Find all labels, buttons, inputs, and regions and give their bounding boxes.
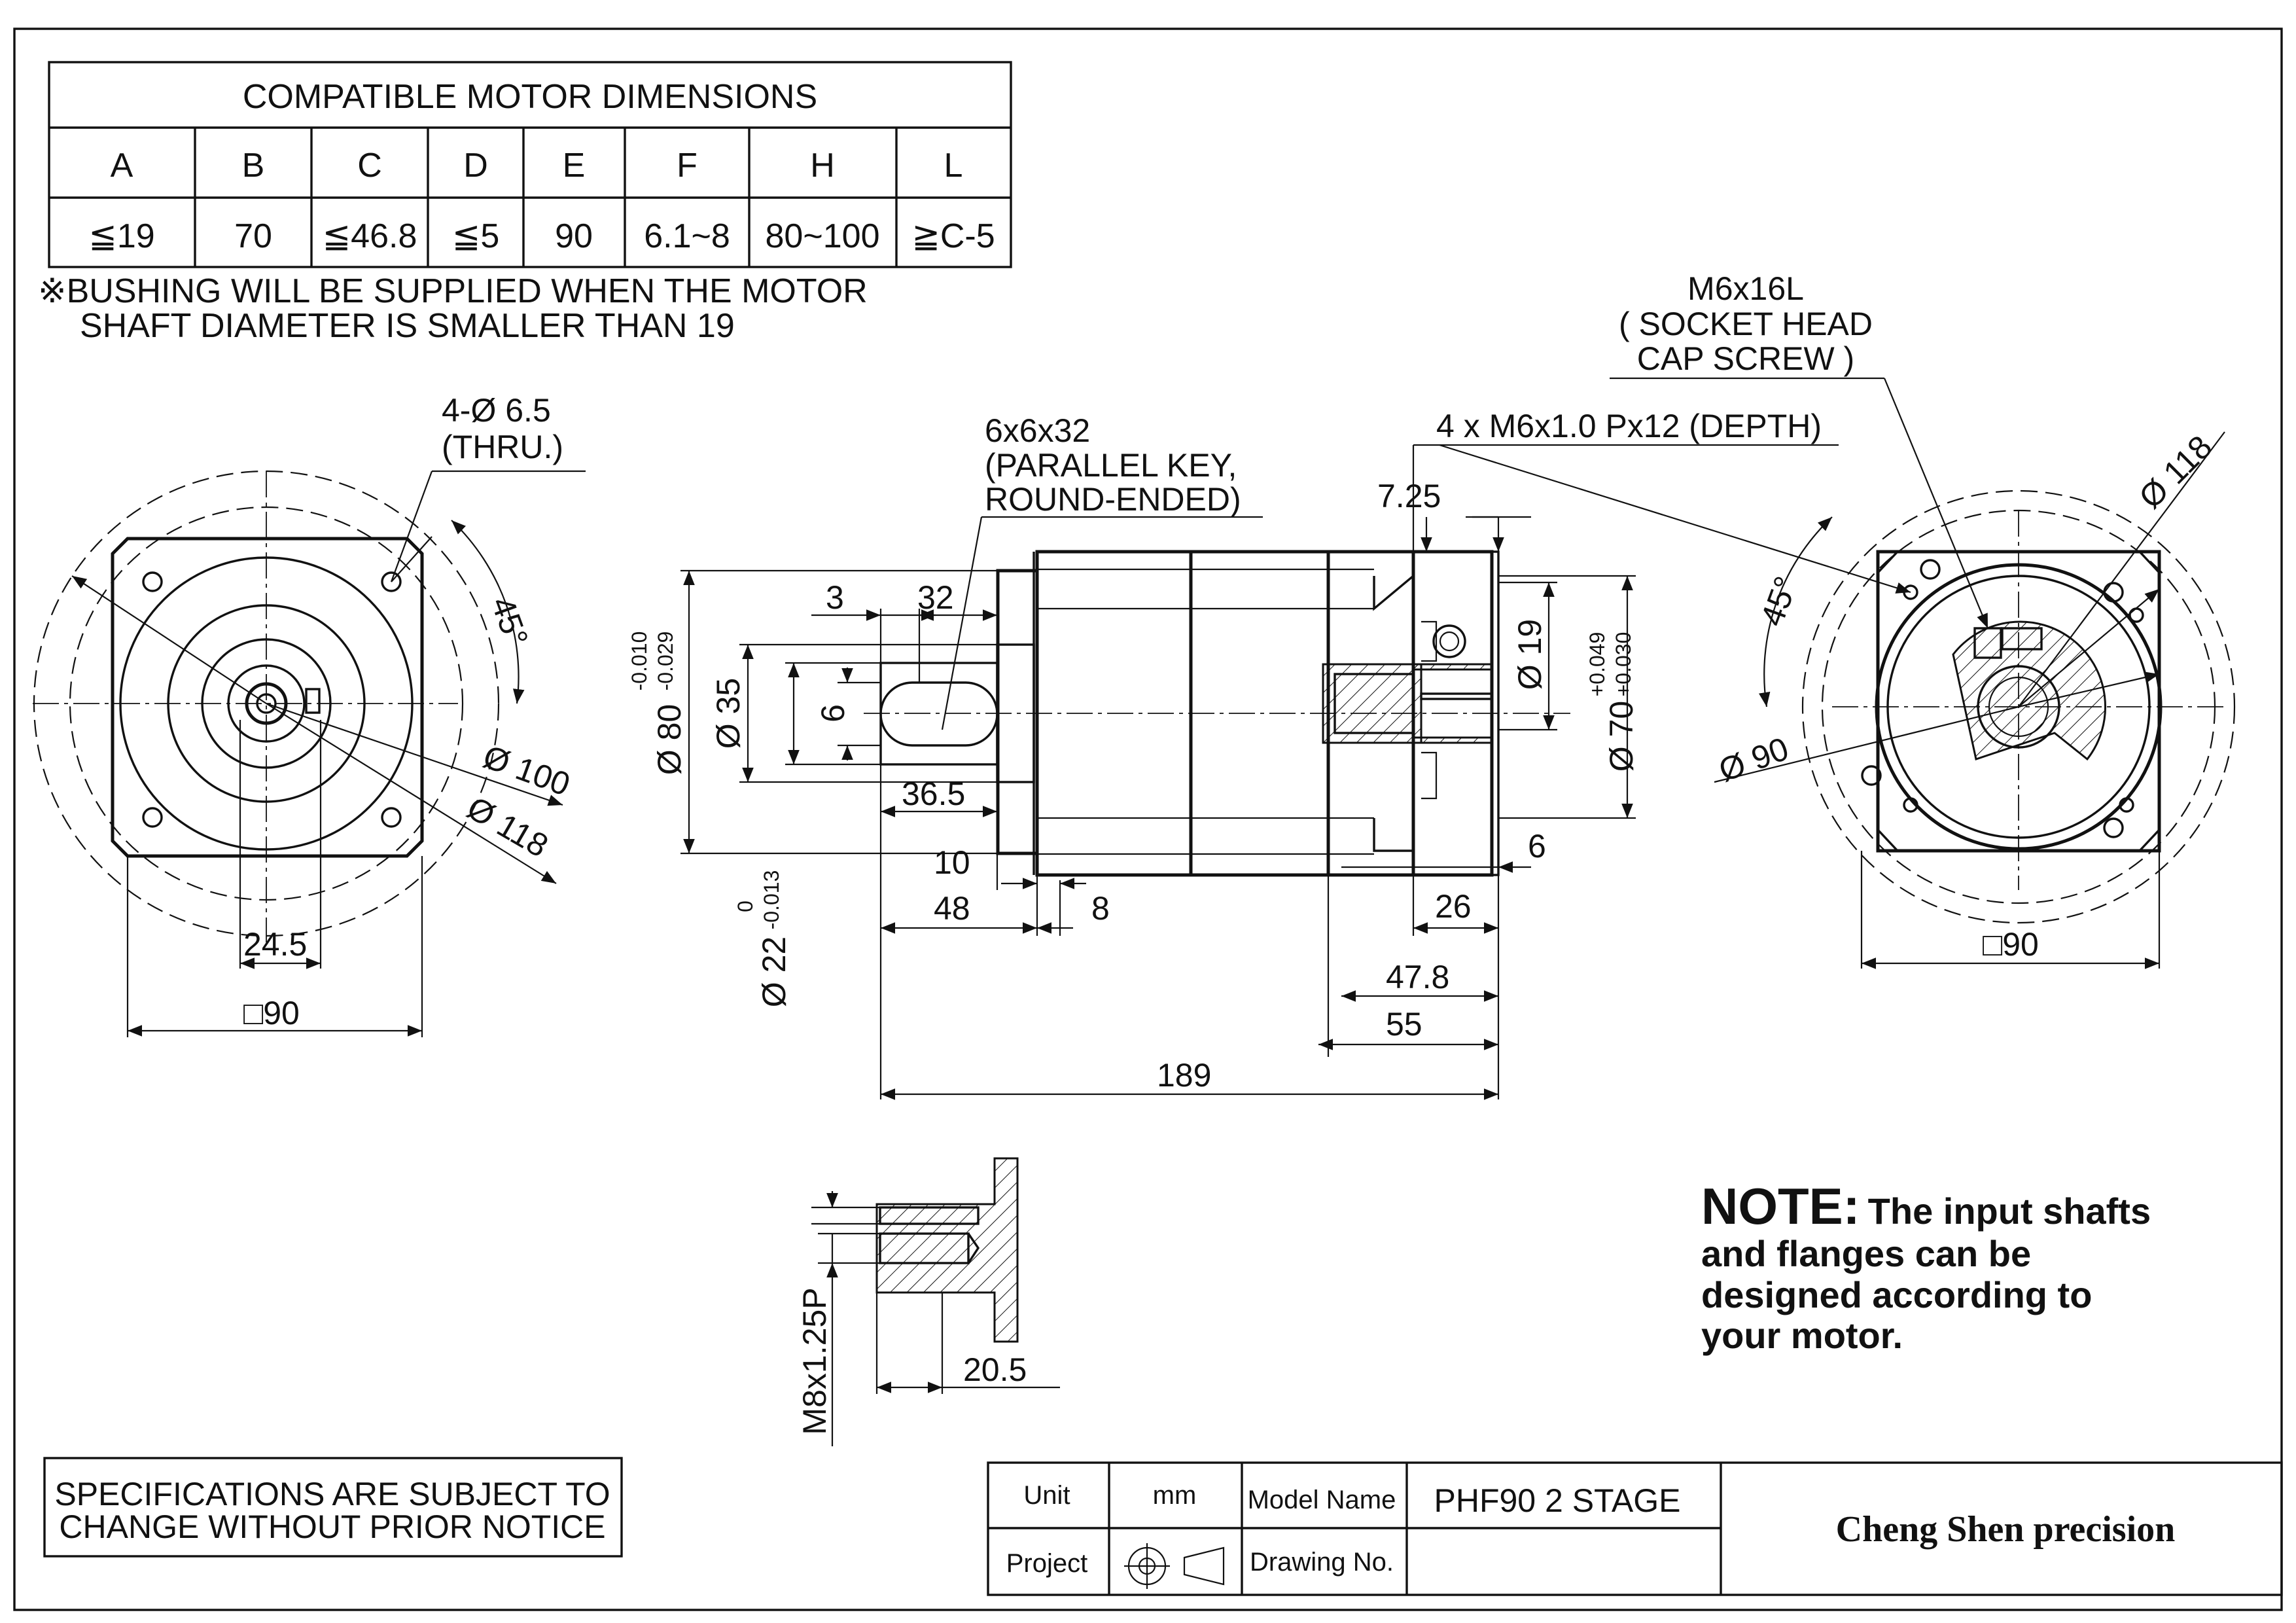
motor-dimensions-table: COMPATIBLE MOTOR DIMENSIONS A B C D E F … xyxy=(48,61,1012,268)
dim-36-5: 36.5 xyxy=(902,776,965,812)
spec-line-2: CHANGE WITHOUT PRIOR NOTICE xyxy=(59,1508,605,1545)
dia-22-tol-upper: 0 xyxy=(733,901,757,912)
dim-26: 26 xyxy=(1435,888,1472,925)
value-d: ≦5 xyxy=(452,217,500,255)
dim-3: 3 xyxy=(826,579,844,616)
dia-70-tol-upper: +0.049 xyxy=(1585,632,1609,697)
key-label-3: ROUND-ENDED) xyxy=(985,481,1241,518)
header-h: H xyxy=(810,147,835,185)
front-offset: 24.5 xyxy=(243,926,307,963)
flange-thread: M8x1.25P xyxy=(796,1287,833,1435)
header-a: A xyxy=(111,147,133,185)
dia-80: Ø 80 xyxy=(651,704,688,775)
note-head: NOTE: xyxy=(1701,1177,1860,1235)
value-b: 70 xyxy=(234,217,272,255)
flange-detail xyxy=(811,1157,1060,1446)
dim-7-25: 7.25 xyxy=(1377,478,1441,514)
dim-6b: 6 xyxy=(1528,828,1546,865)
rear-angle: 45° xyxy=(1754,572,1805,631)
drawing-label: Drawing No. xyxy=(1250,1548,1394,1577)
header-b: B xyxy=(242,147,265,185)
dia-80-tol-upper: -0.010 xyxy=(627,632,651,691)
table-title: COMPATIBLE MOTOR DIMENSIONS xyxy=(243,78,817,116)
dia-19: Ø 19 xyxy=(1511,619,1548,690)
value-e: 90 xyxy=(555,217,593,255)
dia-22-tol-lower: -0.013 xyxy=(760,870,783,930)
key-label-1: 6x6x32 xyxy=(985,412,1090,449)
dia-80-tol-lower: -0.029 xyxy=(654,632,677,691)
spec-box: SPECIFICATIONS ARE SUBJECT TO CHANGE WIT… xyxy=(43,1457,623,1558)
front-square: □90 xyxy=(243,995,300,1031)
rear-square: □90 xyxy=(1983,926,2039,963)
front-holes-label: 4-Ø 6.5 xyxy=(442,392,551,429)
front-angle: 45° xyxy=(484,592,535,651)
front-view xyxy=(33,470,586,1037)
rear-screw-2: ( SOCKET HEAD xyxy=(1619,306,1873,342)
title-block: Unit mm Model Name PHF90 2 STAGE Project… xyxy=(987,1461,2283,1596)
dim-8: 8 xyxy=(1091,890,1110,927)
dia-70-tol-lower: +0.030 xyxy=(1612,632,1635,697)
company-name: Cheng Shen precision xyxy=(1836,1509,2176,1550)
rear-dia-118: Ø 118 xyxy=(2132,428,2219,515)
flange-depth: 20.5 xyxy=(963,1351,1027,1388)
note-line-4: your motor. xyxy=(1701,1315,1903,1356)
value-h: 80~100 xyxy=(766,217,880,255)
side-view xyxy=(680,444,1839,1100)
dim-47-8: 47.8 xyxy=(1386,959,1449,995)
front-holes-sub: (THRU.) xyxy=(442,429,563,465)
project-label: Project xyxy=(1006,1549,1088,1578)
model-value: PHF90 2 STAGE xyxy=(1434,1482,1681,1519)
header-l: L xyxy=(944,147,963,185)
header-f: F xyxy=(677,147,698,185)
dia-35: Ø 35 xyxy=(710,678,747,749)
dim-6: 6 xyxy=(815,704,851,722)
svg-text:NOTE:The input shafts: NOTE:The input shafts xyxy=(1701,1177,2151,1235)
dim-32: 32 xyxy=(917,579,954,616)
value-f: 6.1~8 xyxy=(644,217,730,255)
unit-label: Unit xyxy=(1023,1481,1070,1510)
key-label-2: (PARALLEL KEY, xyxy=(985,447,1237,484)
rear-dia-90: Ø 90 xyxy=(1714,730,1793,789)
header-c: C xyxy=(357,147,382,185)
projection-symbol-icon xyxy=(1124,1543,1225,1589)
header-e: E xyxy=(563,147,586,185)
note-block: NOTE:The input shafts and flanges can be… xyxy=(1701,1177,2151,1356)
dia-70: Ø 70 xyxy=(1603,701,1640,772)
spec-line-1: SPECIFICATIONS ARE SUBJECT TO xyxy=(54,1476,610,1512)
dim-189: 189 xyxy=(1157,1057,1211,1094)
note-line-1: The input shafts xyxy=(1868,1190,2151,1232)
dim-55: 55 xyxy=(1386,1006,1422,1043)
rear-view xyxy=(1439,377,2236,969)
header-d: D xyxy=(463,147,488,185)
dim-10: 10 xyxy=(934,844,970,881)
drawing-frame xyxy=(13,27,2283,1611)
rear-screw-1: M6x16L xyxy=(1687,270,1804,307)
unit-value: mm xyxy=(1153,1481,1197,1510)
value-c: ≦46.8 xyxy=(323,217,417,255)
value-l: ≧C-5 xyxy=(911,217,995,255)
screw-label: 4 x M6x1.0 Px12 (DEPTH) xyxy=(1436,408,1822,444)
rear-screw-3: CAP SCREW ) xyxy=(1637,340,1854,377)
dia-22: Ø 22 xyxy=(756,936,792,1007)
bushing-note-line-2: SHAFT DIAMETER IS SMALLER THAN 19 xyxy=(80,307,735,345)
value-a: ≦19 xyxy=(88,217,154,255)
bushing-note-line-1: ※BUSHING WILL BE SUPPLIED WHEN THE MOTOR xyxy=(38,272,868,310)
note-line-3: designed according to xyxy=(1701,1274,2092,1315)
model-label: Model Name xyxy=(1248,1486,1396,1514)
dim-48: 48 xyxy=(934,890,970,927)
note-line-2: and flanges can be xyxy=(1701,1233,2031,1274)
